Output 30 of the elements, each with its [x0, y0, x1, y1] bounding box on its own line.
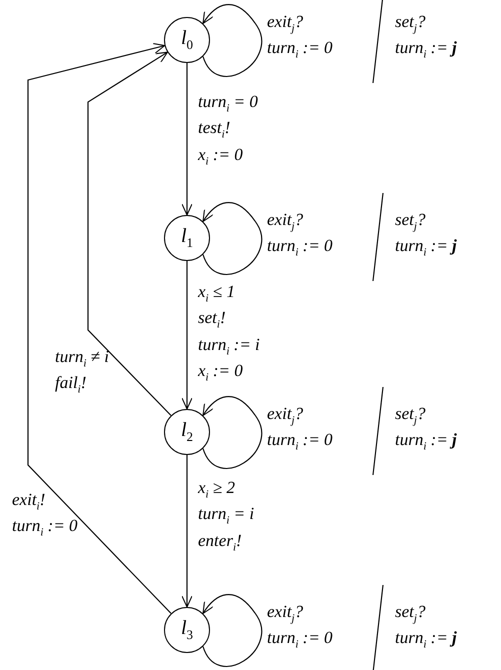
self-loop-arrow [202, 594, 262, 667]
edge-label: exit$_{j}$? turn$_{i}$ := 0 [267, 602, 333, 653]
edge-label: exit$_{j}$? turn$_{i}$ := 0 [267, 404, 333, 455]
edge-label: exit$_{i}$! turn$_{i}$ := 0 [12, 490, 78, 541]
state-label: l$_{3}$ [180, 617, 194, 643]
arrow [182, 63, 192, 216]
edge-label: turn$_{i}$ = 0 test$_{i}$! x$_{i}$ := 0 [198, 92, 258, 170]
arrow [87, 52, 172, 416]
self-loop-arrow [202, 4, 262, 77]
edge-label: exit$_{j}$? turn$_{i}$ := 0 [267, 210, 333, 261]
state-circle [164, 607, 210, 653]
guard-label: set$_{j}$? turn$_{i}$ := j [395, 404, 457, 455]
edge-label: turn$_{i}$ ≠ i fail$_{i}$! [55, 347, 109, 398]
state-label: l$_{2}$ [180, 419, 194, 445]
edge-label: x$_{i}$ ≥ 2 turn$_{i}$ = i enter$_{i}$! [198, 478, 254, 556]
guard-label: set$_{j}$? turn$_{i}$ := j [395, 12, 457, 63]
arrow [27, 42, 172, 614]
edge-label: x$_{i}$ ≤ 1 set$_{i}$! turn$_{i}$ := i x$_{i}$ := 0 [198, 282, 260, 386]
arrow [182, 261, 192, 410]
guard-label: set$_{j}$? turn$_{i}$ := j [395, 210, 457, 261]
guard-label: set$_{j}$? turn$_{i}$ := j [395, 602, 457, 653]
state-circle [164, 17, 210, 63]
arrow [182, 455, 192, 608]
state-label: l$_{0}$ [180, 27, 194, 53]
state-circle [164, 215, 210, 261]
self-loop-arrow [202, 202, 262, 275]
edge-label: exit$_{j}$? turn$_{i}$ := 0 [267, 12, 333, 63]
state-label: l$_{1}$ [180, 225, 194, 251]
self-loop-arrow [202, 396, 262, 469]
state-circle [164, 409, 210, 455]
